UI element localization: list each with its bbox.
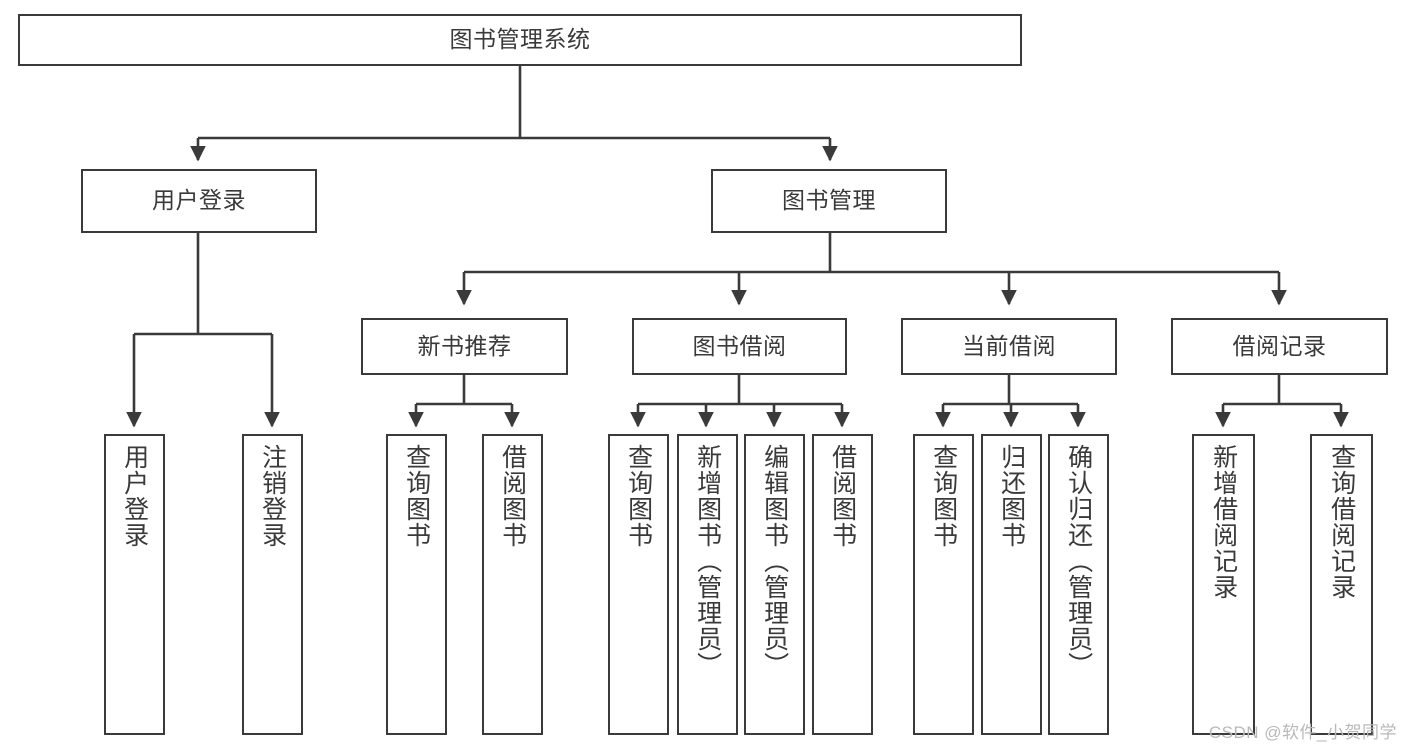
leaf-recommend-borrow-book[interactable]: 借阅图书 <box>482 434 543 735</box>
node-label: 确认归还（管理员） <box>1064 444 1093 678</box>
node-label: 用户登录 <box>152 187 246 214</box>
leaf-current-confirm-return-admin[interactable]: 确认归还（管理员） <box>1048 434 1109 735</box>
node-label: 新增借阅记录 <box>1209 444 1238 600</box>
node-new-book-recommend[interactable]: 新书推荐 <box>361 318 568 375</box>
node-label: 图书管理 <box>782 187 876 214</box>
node-label: 借阅图书 <box>498 444 527 548</box>
node-label: 查询图书 <box>402 444 431 548</box>
node-label: 注销登录 <box>258 444 287 548</box>
leaf-record-query-record[interactable]: 查询借阅记录 <box>1310 434 1373 735</box>
node-label: 查询图书 <box>624 444 653 548</box>
node-label: 查询借阅记录 <box>1327 444 1356 600</box>
leaf-record-add-record[interactable]: 新增借阅记录 <box>1192 434 1255 735</box>
node-root-system[interactable]: 图书管理系统 <box>18 14 1022 66</box>
node-book-management[interactable]: 图书管理 <box>711 169 947 233</box>
leaf-borrow-edit-book-admin[interactable]: 编辑图书（管理员） <box>744 434 805 735</box>
node-user-login[interactable]: 用户登录 <box>81 169 317 233</box>
node-label: 归还图书 <box>997 444 1026 548</box>
leaf-borrow-borrow-book[interactable]: 借阅图书 <box>812 434 873 735</box>
csdn-watermark: CSDN @软件_小贺同学 <box>1208 723 1397 742</box>
leaf-user-login-login[interactable]: 用户登录 <box>104 434 165 735</box>
leaf-borrow-add-book-admin[interactable]: 新增图书（管理员） <box>677 434 738 735</box>
leaf-user-login-logout[interactable]: 注销登录 <box>242 434 303 735</box>
node-label: 新书推荐 <box>417 332 512 359</box>
node-label: 当前借阅 <box>962 332 1056 359</box>
leaf-borrow-query-book[interactable]: 查询图书 <box>608 434 669 735</box>
node-book-borrow[interactable]: 图书借阅 <box>632 318 847 375</box>
node-label: 图书管理系统 <box>449 26 591 53</box>
node-label: 编辑图书（管理员） <box>760 444 789 678</box>
node-current-borrow[interactable]: 当前借阅 <box>901 318 1117 375</box>
node-label: 借阅记录 <box>1232 332 1327 359</box>
node-label: 图书借阅 <box>692 332 787 359</box>
leaf-recommend-query-book[interactable]: 查询图书 <box>386 434 447 735</box>
node-label: 借阅图书 <box>828 444 857 548</box>
leaf-current-query-book[interactable]: 查询图书 <box>913 434 974 735</box>
leaf-current-return-book[interactable]: 归还图书 <box>981 434 1042 735</box>
node-label: 查询图书 <box>929 444 958 548</box>
node-label: 新增图书（管理员） <box>693 444 722 678</box>
node-label: 用户登录 <box>120 444 149 548</box>
node-borrow-record[interactable]: 借阅记录 <box>1171 318 1388 375</box>
